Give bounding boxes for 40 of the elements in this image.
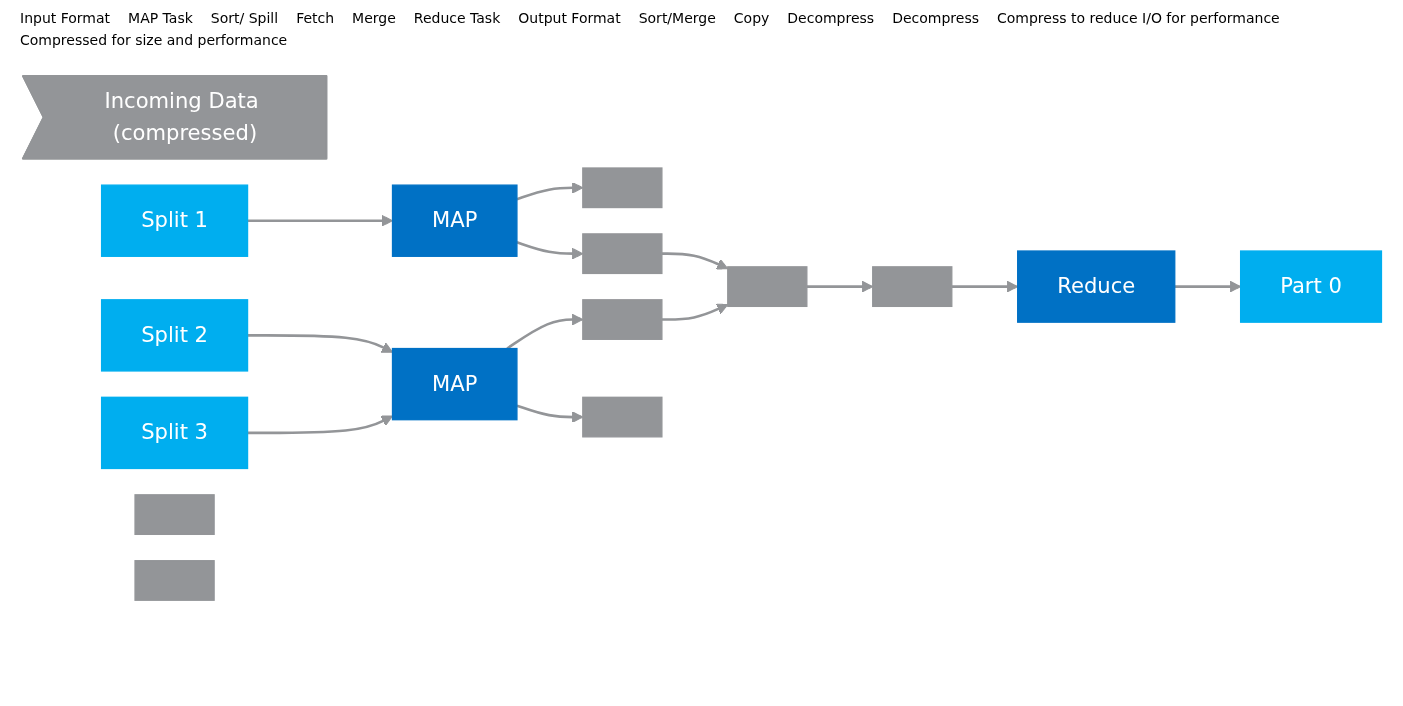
arrow [951, 280, 1018, 293]
stage-label: Fetch [296, 10, 335, 26]
arrow [516, 241, 583, 260]
node-box: Split 1 [100, 184, 248, 257]
node-box [726, 266, 807, 308]
node-box: MAP [391, 347, 518, 421]
arrow [806, 280, 873, 293]
arrow [661, 252, 728, 270]
stage-label: Reduce Task [413, 10, 501, 26]
arrow [661, 303, 728, 321]
arrow [516, 181, 583, 201]
arrow [247, 334, 393, 353]
node-box: Split 2 [100, 299, 248, 372]
node-box [581, 167, 663, 209]
stage-label: Decompress [892, 10, 979, 26]
arrow [1174, 280, 1241, 293]
node-box: Split 3 [100, 396, 248, 470]
stage-label: Merge [352, 10, 396, 26]
stage-label: Input Format [20, 10, 111, 26]
node-box [581, 233, 663, 275]
stage-label: Sort/ Spill [210, 10, 279, 26]
stage-label: Output Format [518, 10, 621, 26]
stage-label: Compress to reduce I/O for performance [997, 10, 1280, 26]
node-box: Reduce [1016, 250, 1175, 323]
stage-label: Decompress [787, 10, 875, 26]
node-box [133, 560, 215, 601]
stage-label: Copy [733, 10, 770, 26]
node-box [581, 299, 663, 340]
arrow [516, 404, 583, 423]
node-box [133, 494, 215, 535]
stage-label: Sort/Merge [638, 10, 716, 26]
node-box: Part 0 [1239, 250, 1382, 323]
arrow [247, 214, 393, 227]
arrow [505, 313, 583, 350]
stage-label: MAP Task [128, 10, 193, 26]
arrow [247, 415, 393, 435]
stage-label: Compressed for size and performance [20, 32, 288, 48]
node-box [871, 266, 952, 308]
node-box [581, 396, 663, 438]
node-box: MAP [391, 184, 518, 257]
